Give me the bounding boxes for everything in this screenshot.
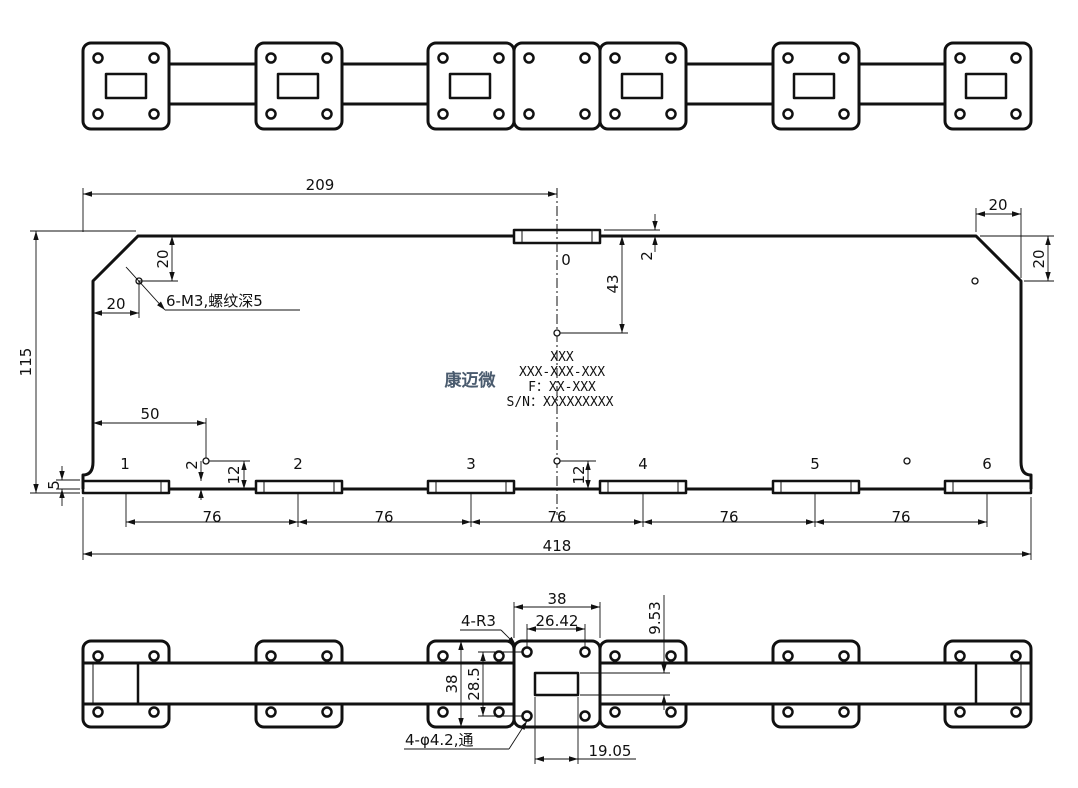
port-label-1: 1 (120, 455, 130, 473)
dim-flange-size-v-label: 38 (443, 674, 461, 693)
nameplate-line-4: S/N：XXXXXXXXX (507, 395, 614, 410)
origin-label: 0 (561, 251, 571, 269)
company-logo: 康迈微 (445, 370, 497, 391)
dim-chamfer-height: 20 (138, 236, 178, 282)
dim-aperture-height: 9.53 (580, 595, 670, 710)
dim-chamfer-width: 20 (93, 281, 140, 318)
dim-right-chamfer-width-label: 20 (988, 196, 1007, 214)
dim-chamfer-width-label: 20 (106, 295, 125, 313)
top-view (81, 41, 1033, 131)
hole-note-label: 4-φ4.2,通 (405, 731, 473, 749)
body-outline (81, 234, 1033, 489)
port-boss-1 (81, 479, 171, 495)
dim-overall-length: 418 (82, 497, 1032, 560)
dim-port-hole-height-label: 12 (225, 465, 243, 484)
dim-spacing-4: 76 (719, 508, 738, 526)
dim-flange-step-label: 2 (638, 251, 656, 261)
dim-spacing-3: 76 (547, 508, 566, 526)
dim-origin-offset: 209 (82, 176, 557, 232)
dim-right-chamfer-height: 20 (980, 235, 1054, 282)
dim-spacing-chain: 76 76 76 76 76 (125, 493, 988, 527)
dim-hole-spacing-v: 28.5 (465, 651, 522, 717)
dim-flange-size-v: 38 (443, 640, 511, 728)
dim-spacing-1: 76 (202, 508, 221, 526)
bottom-view: 38 26.42 4-R3 9.53 38 (81, 590, 1033, 764)
nameplate: 康迈微 XXX XXX-XXX-XXX F：XX-XXX S/N：XXXXXXX… (445, 350, 614, 410)
dim-spacing-5: 76 (891, 508, 910, 526)
top-flange-center (512, 41, 602, 131)
dim-aperture-width: 19.05 (534, 697, 636, 764)
top-flange-5 (771, 41, 861, 131)
port-label-3: 3 (466, 455, 476, 473)
dim-height: 115 (17, 230, 136, 494)
dim-flange-size-label: 38 (547, 590, 566, 608)
nameplate-line-3: F：XX-XXX (528, 380, 596, 395)
top-flange-6 (943, 41, 1033, 131)
port-label-5: 5 (810, 455, 820, 473)
dim-flange-size: 38 (513, 590, 601, 638)
nameplate-line-2: XXX-XXX-XXX (519, 365, 605, 380)
dim-hole-from-top: 43 (560, 235, 628, 334)
dim-spacing-2: 76 (374, 508, 393, 526)
thread-note-label: 6-M3,螺纹深5 (166, 292, 263, 310)
dim-right-chamfer-height-label: 20 (1030, 249, 1048, 268)
dim-hole-spacing-h-label: 26.42 (536, 612, 579, 630)
top-flange-1 (81, 41, 171, 131)
dim-right-chamfer-width: 20 (975, 196, 1022, 278)
dim-base-thickness-label: 5 (45, 480, 63, 490)
dim-port-hole-height-right-label: 12 (570, 465, 588, 484)
corner-radius-note-label: 4-R3 (461, 612, 496, 630)
dim-hole-from-top-label: 43 (604, 274, 622, 293)
dim-hole-offset: 50 (93, 405, 207, 458)
port-boss-2 (254, 479, 344, 495)
dim-aperture-height-label: 9.53 (646, 601, 664, 634)
nameplate-line-1: XXX (550, 350, 574, 365)
dim-hole-spacing-h: 26.42 (526, 612, 586, 648)
port-label-2: 2 (293, 455, 303, 473)
dim-port-hole-height: 12 (209, 460, 250, 489)
bottom-center-flange (512, 639, 602, 729)
dim-hole-spacing-v-label: 28.5 (465, 667, 483, 700)
corner-radius-note: 4-R3 (460, 612, 517, 646)
top-flange-2 (254, 41, 344, 131)
dim-port-step-label: 2 (183, 460, 201, 470)
port-label-6: 6 (982, 455, 992, 473)
top-flange-3 (426, 41, 516, 131)
top-arms (169, 62, 945, 106)
port-label-4: 4 (638, 455, 648, 473)
top-flange-4 (598, 41, 688, 131)
dim-hole-offset-label: 50 (140, 405, 159, 423)
port-boss-4 (598, 479, 688, 495)
thread-note: 6-M3,螺纹深5 (125, 266, 300, 311)
port-labels: 1 2 3 4 5 6 (120, 455, 992, 473)
port-boss-6 (943, 479, 1033, 495)
hole-note: 4-φ4.2,通 (404, 720, 528, 750)
port-boss-5 (771, 479, 861, 495)
dim-height-label: 115 (17, 348, 35, 377)
dim-port-hole-height-right: 12 (560, 460, 596, 489)
waveguide-aperture (533, 671, 580, 697)
main-view: 209 115 20 20 6-M3,螺纹深5 (17, 176, 1054, 560)
dim-chamfer-height-label: 20 (154, 249, 172, 268)
port-boss-3 (426, 479, 516, 495)
dim-port-step: 2 (183, 460, 204, 500)
dim-base-thickness: 5 (45, 466, 80, 506)
dim-aperture-width-label: 19.05 (589, 742, 632, 760)
dim-origin-offset-label: 209 (306, 176, 335, 194)
dim-overall-length-label: 418 (543, 537, 572, 555)
